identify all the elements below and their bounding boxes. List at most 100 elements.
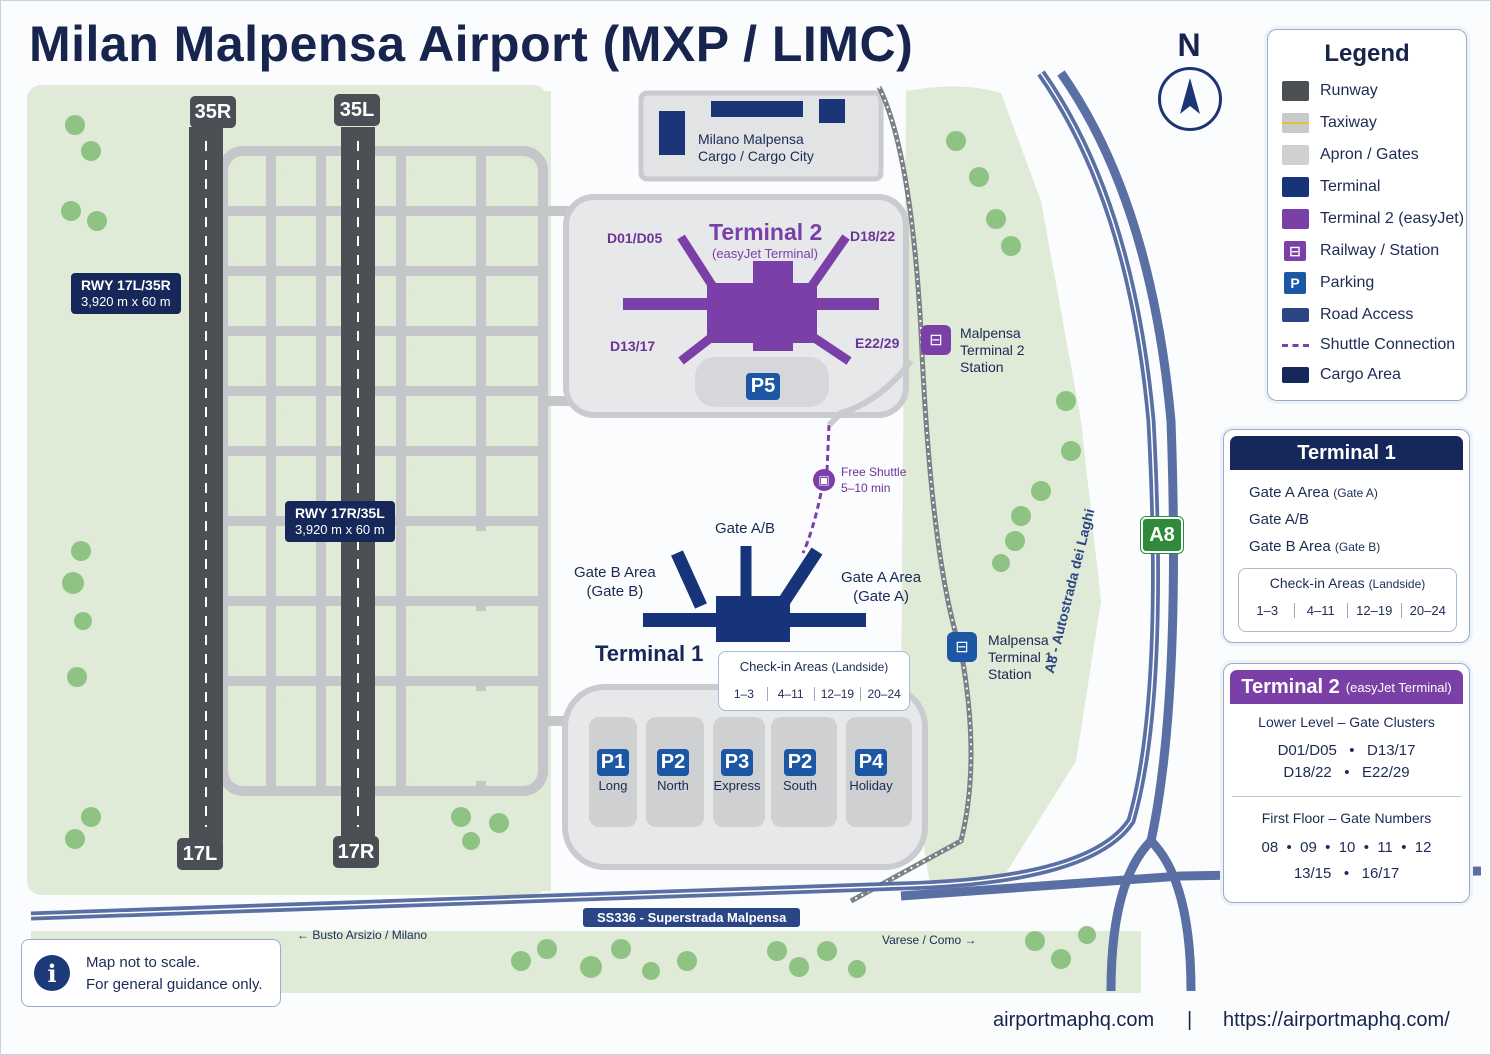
legend-item-terminal: Terminal [1282,174,1380,200]
cargo-swatch [1282,367,1309,383]
terminal2-building [623,234,879,365]
terminal1-title: Terminal 1 [595,641,704,666]
parking-p4-icon: P4 [855,749,887,776]
runway-end-35L: 35L [334,94,380,126]
parking-p1-label: Long [598,778,628,793]
apron-swatch [1282,145,1309,165]
parking-p2-south-label: South [783,778,817,793]
parking-p1-icon: P1 [597,749,629,776]
east-direction-label: Varese / Como → [882,933,977,947]
gate-D01-D05: D01/D05 [607,230,663,246]
legend-item-apron: Apron / Gates [1282,142,1419,168]
t1-gate-b-row: Gate B Area (Gate B) [1249,538,1381,555]
runway-end-35R: 35R [190,96,236,128]
t2-first-row2: 13/15 • 16/17 [1293,865,1400,882]
gate-a-area-label: Gate A Area(Gate A) [841,569,922,605]
footer-site-name[interactable]: airportmaphq.com [993,1009,1155,1031]
disclaimer-box: i Map not to scale. For general guidance… [21,939,281,1007]
parking-p3-label: Express [713,778,761,793]
shuttle-bus-icon: ▣ [813,469,835,491]
terminal-swatch [1282,177,1309,197]
legend-item-road: Road Access [1282,302,1413,328]
runway-swatch [1282,81,1309,101]
legend-item-railway: ⊟Railway / Station [1282,238,1439,264]
north-arrow: N [1153,27,1225,137]
cargo-building-1 [711,101,803,117]
terminal2-info-panel: Terminal 2(easyJet Terminal) Lower Level… [1223,663,1470,903]
parking-p2-south-icon: P2 [784,749,816,776]
disclaimer-line1: Map not to scale. [86,954,201,971]
shuttle-connection [801,424,831,554]
gate-D18-22: D18/22 [850,228,896,244]
page-title: Milan Malpensa Airport (MXP / LIMC) [29,16,914,72]
terminal2-subtitle: (easyJet Terminal) [712,246,818,261]
terminal1-panel-header: Terminal 1 [1230,436,1463,470]
t1-gate-a-row: Gate A Area (Gate A) [1249,484,1378,501]
legend-title: Legend [1324,40,1410,67]
train-icon: ⊟ [947,632,977,662]
terminal2-panel-header: Terminal 2(easyJet Terminal) [1230,670,1463,704]
runway-end-17L: 17L [177,838,223,870]
gate-ab-label: Gate A/B [715,520,776,537]
train-icon: ⊟ [921,325,951,355]
terminal2-title: Terminal 2 [709,219,823,245]
legend-panel: Legend Runway Taxiway Apron / Gates Term… [1267,29,1467,401]
parking-p3-icon: P3 [721,749,753,776]
east-grass [901,86,1101,892]
t1-gate-ab-row: Gate A/B [1249,511,1310,528]
t1-map-checkin-title: Check-in Areas (Landside) [739,659,889,674]
gate-E22-29: E22/29 [855,335,900,351]
tree-icons [61,115,1096,980]
disclaimer-line2: For general guidance only. [86,976,263,993]
parking-p2-north-icon: P2 [657,749,689,776]
t2-panel-divider [1232,796,1461,797]
runway-end-17R: 17R [333,836,379,868]
parking-p5-icon: P5 [746,373,780,400]
parking-icon: P [1284,272,1306,294]
t2-first-row1: 08 • 09 • 10 • 11 • 12 [1261,839,1432,856]
terminal2-swatch [1282,209,1309,229]
legend-item-runway: Runway [1282,78,1378,104]
compass-icon [1158,67,1222,131]
t2-first-floor-heading: First Floor – Gate Numbers [1261,810,1432,826]
taxiway-swatch [1282,113,1309,133]
legend-item-shuttle: Shuttle Connection [1282,332,1455,358]
legend-item-terminal2: Terminal 2 (easyJet) [1282,206,1464,232]
gate-D13-17: D13/17 [610,338,656,354]
t2-lower-level-heading: Lower Level – Gate Clusters [1258,714,1435,730]
t1-checkin-title: Check-in Areas (Landside) [1269,575,1426,591]
dashed-line-icon [1282,343,1309,347]
terminal1-building [643,546,866,642]
road-swatch [1282,308,1309,322]
cargo-building-2 [659,111,685,155]
terminal1-info-panel: Terminal 1 Gate A Area (Gate A) Gate A/B… [1223,429,1470,643]
footer-url[interactable]: https://airportmaphq.com/ [1223,1009,1450,1031]
gate-b-area-label: Gate B Area(Gate B) [574,564,656,600]
parking-p4-label: Holiday [849,778,893,793]
ss336-road-label: SS336 - Superstrada Malpensa [583,908,801,927]
legend-item-taxiway: Taxiway [1282,110,1377,136]
a8-motorway-badge: A8 [1141,517,1183,553]
info-icon: i [34,955,70,991]
west-direction-label: ← Busto Arsizio / Milano [297,928,428,942]
train-icon: ⊟ [1284,241,1306,261]
t2-lower-row1: D01/D05 • D13/17 [1277,742,1416,759]
t2-lower-row2: D18/22 • E22/29 [1283,764,1410,781]
north-letter: N [1177,27,1201,63]
parking-p2-north-label: North [657,778,689,793]
taxiway-islands [231,161,531,781]
legend-item-cargo: Cargo Area [1282,362,1401,388]
